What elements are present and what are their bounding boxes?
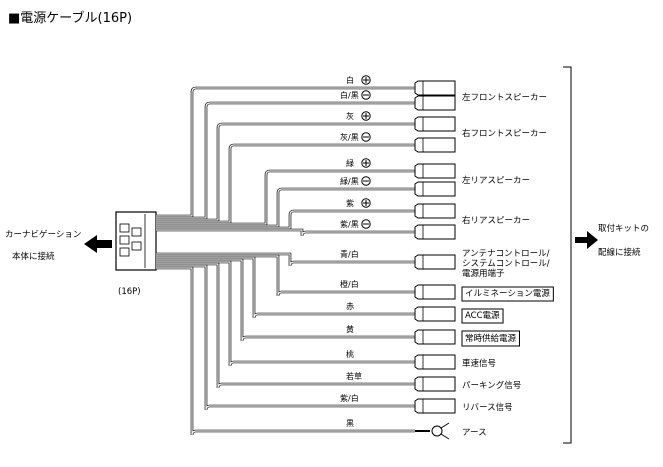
wire-0 (156, 86, 415, 218)
wire-color-label: 緑 (346, 158, 354, 168)
wire-9 (156, 254, 415, 297)
minus-circle-icon (361, 176, 371, 186)
wire-14 (156, 264, 415, 411)
plus-circle-icon (361, 75, 371, 85)
plug-connector-icon (414, 116, 456, 132)
plug-connector-icon (414, 95, 456, 111)
function-label: 右フロントスピーカー (462, 128, 547, 139)
left-label-line2: 本体に接続 (12, 251, 55, 262)
minus-circle-icon (361, 219, 371, 229)
wire-3 (156, 143, 415, 224)
function-label: ACC電源 (465, 311, 500, 321)
wire-4 (156, 169, 415, 226)
plug-connector-icon (414, 306, 456, 322)
right-bracket (563, 66, 572, 444)
function-box (461, 308, 504, 324)
wire-15 (156, 266, 415, 436)
function-label: 車速信号 (462, 358, 496, 369)
wire-color-label: 白/黒 (340, 90, 359, 100)
left-arrow-icon (84, 235, 112, 253)
plug-connector-icon (414, 181, 456, 197)
wire-color-label: 橙/白 (340, 279, 359, 289)
wire-8 (156, 252, 415, 267)
right-label-line2: 配線に接続 (598, 247, 641, 258)
function-label: リバース信号 (462, 402, 513, 413)
wire-10 (156, 256, 415, 319)
plug-connector-icon (414, 203, 456, 219)
plug-connector-icon (414, 137, 456, 153)
wire-5 (156, 187, 415, 228)
wire-color-label: 桃 (346, 349, 354, 359)
plug-connector-icon (414, 254, 456, 270)
plug-connector-icon (414, 398, 456, 414)
wire-color-label: 緑/黒 (340, 176, 359, 186)
wire-7 (156, 228, 415, 237)
wire-color-label: 灰/黒 (340, 132, 359, 142)
wire-6 (156, 209, 415, 230)
wire-11 (156, 258, 415, 342)
connector-label: (16P) (118, 287, 141, 297)
page-title: ■電源ケーブル(16P) (8, 11, 133, 26)
ring-terminal-icon (415, 422, 450, 440)
plug-connector-icon (414, 80, 456, 96)
plug-connector-icon (414, 224, 456, 240)
function-label: 電源用端子 (462, 268, 505, 279)
right-arrow-icon (575, 231, 598, 249)
right-label-line1: 取付キットの (598, 223, 649, 234)
left-label-line1: カーナビゲーション (5, 229, 81, 240)
wire-color-label: 黒 (346, 419, 354, 428)
plus-circle-icon (361, 198, 371, 208)
function-box (461, 330, 521, 347)
function-label: イルミネーション電源 (465, 289, 550, 299)
wire-color-label: 紫/白 (340, 393, 359, 403)
wire-13 (156, 262, 415, 389)
function-label: 左リアスピーカー (462, 175, 530, 186)
plug-connector-icon (414, 284, 456, 300)
wire-color-label: 若草 (346, 371, 362, 381)
function-label: パーキング信号 (462, 380, 521, 391)
plug-connector-icon (414, 376, 456, 392)
plug-connector-icon (414, 354, 456, 370)
function-label: システムコントロール/ (462, 259, 550, 269)
wire-12 (156, 260, 415, 367)
wire-color-label: 灰 (346, 111, 354, 121)
function-label: 右リアスピーカー (462, 215, 530, 226)
plug-connector-icon (414, 163, 456, 179)
wire-1 (156, 101, 415, 220)
wire-color-label: 白 (346, 75, 354, 85)
connector-16p (115, 211, 157, 271)
function-label: 左フロントスピーカー (462, 92, 547, 103)
function-label: アンテナコントロール/ (462, 249, 550, 259)
wire-color-label: 紫/黒 (340, 220, 359, 229)
wire-color-label: 青/白 (340, 249, 359, 259)
plus-circle-icon (361, 111, 371, 121)
function-box (461, 286, 554, 302)
minus-circle-icon (361, 90, 371, 100)
function-label: 常時供給電源 (465, 333, 517, 344)
wire-color-label: 黄 (346, 324, 354, 334)
function-label: アース (462, 428, 487, 438)
wire-2 (156, 122, 415, 222)
minus-circle-icon (361, 132, 371, 142)
wire-color-label: 紫 (346, 199, 354, 208)
plus-circle-icon (361, 158, 371, 168)
wire-color-label: 赤 (346, 302, 354, 311)
plug-connector-icon (414, 329, 456, 345)
